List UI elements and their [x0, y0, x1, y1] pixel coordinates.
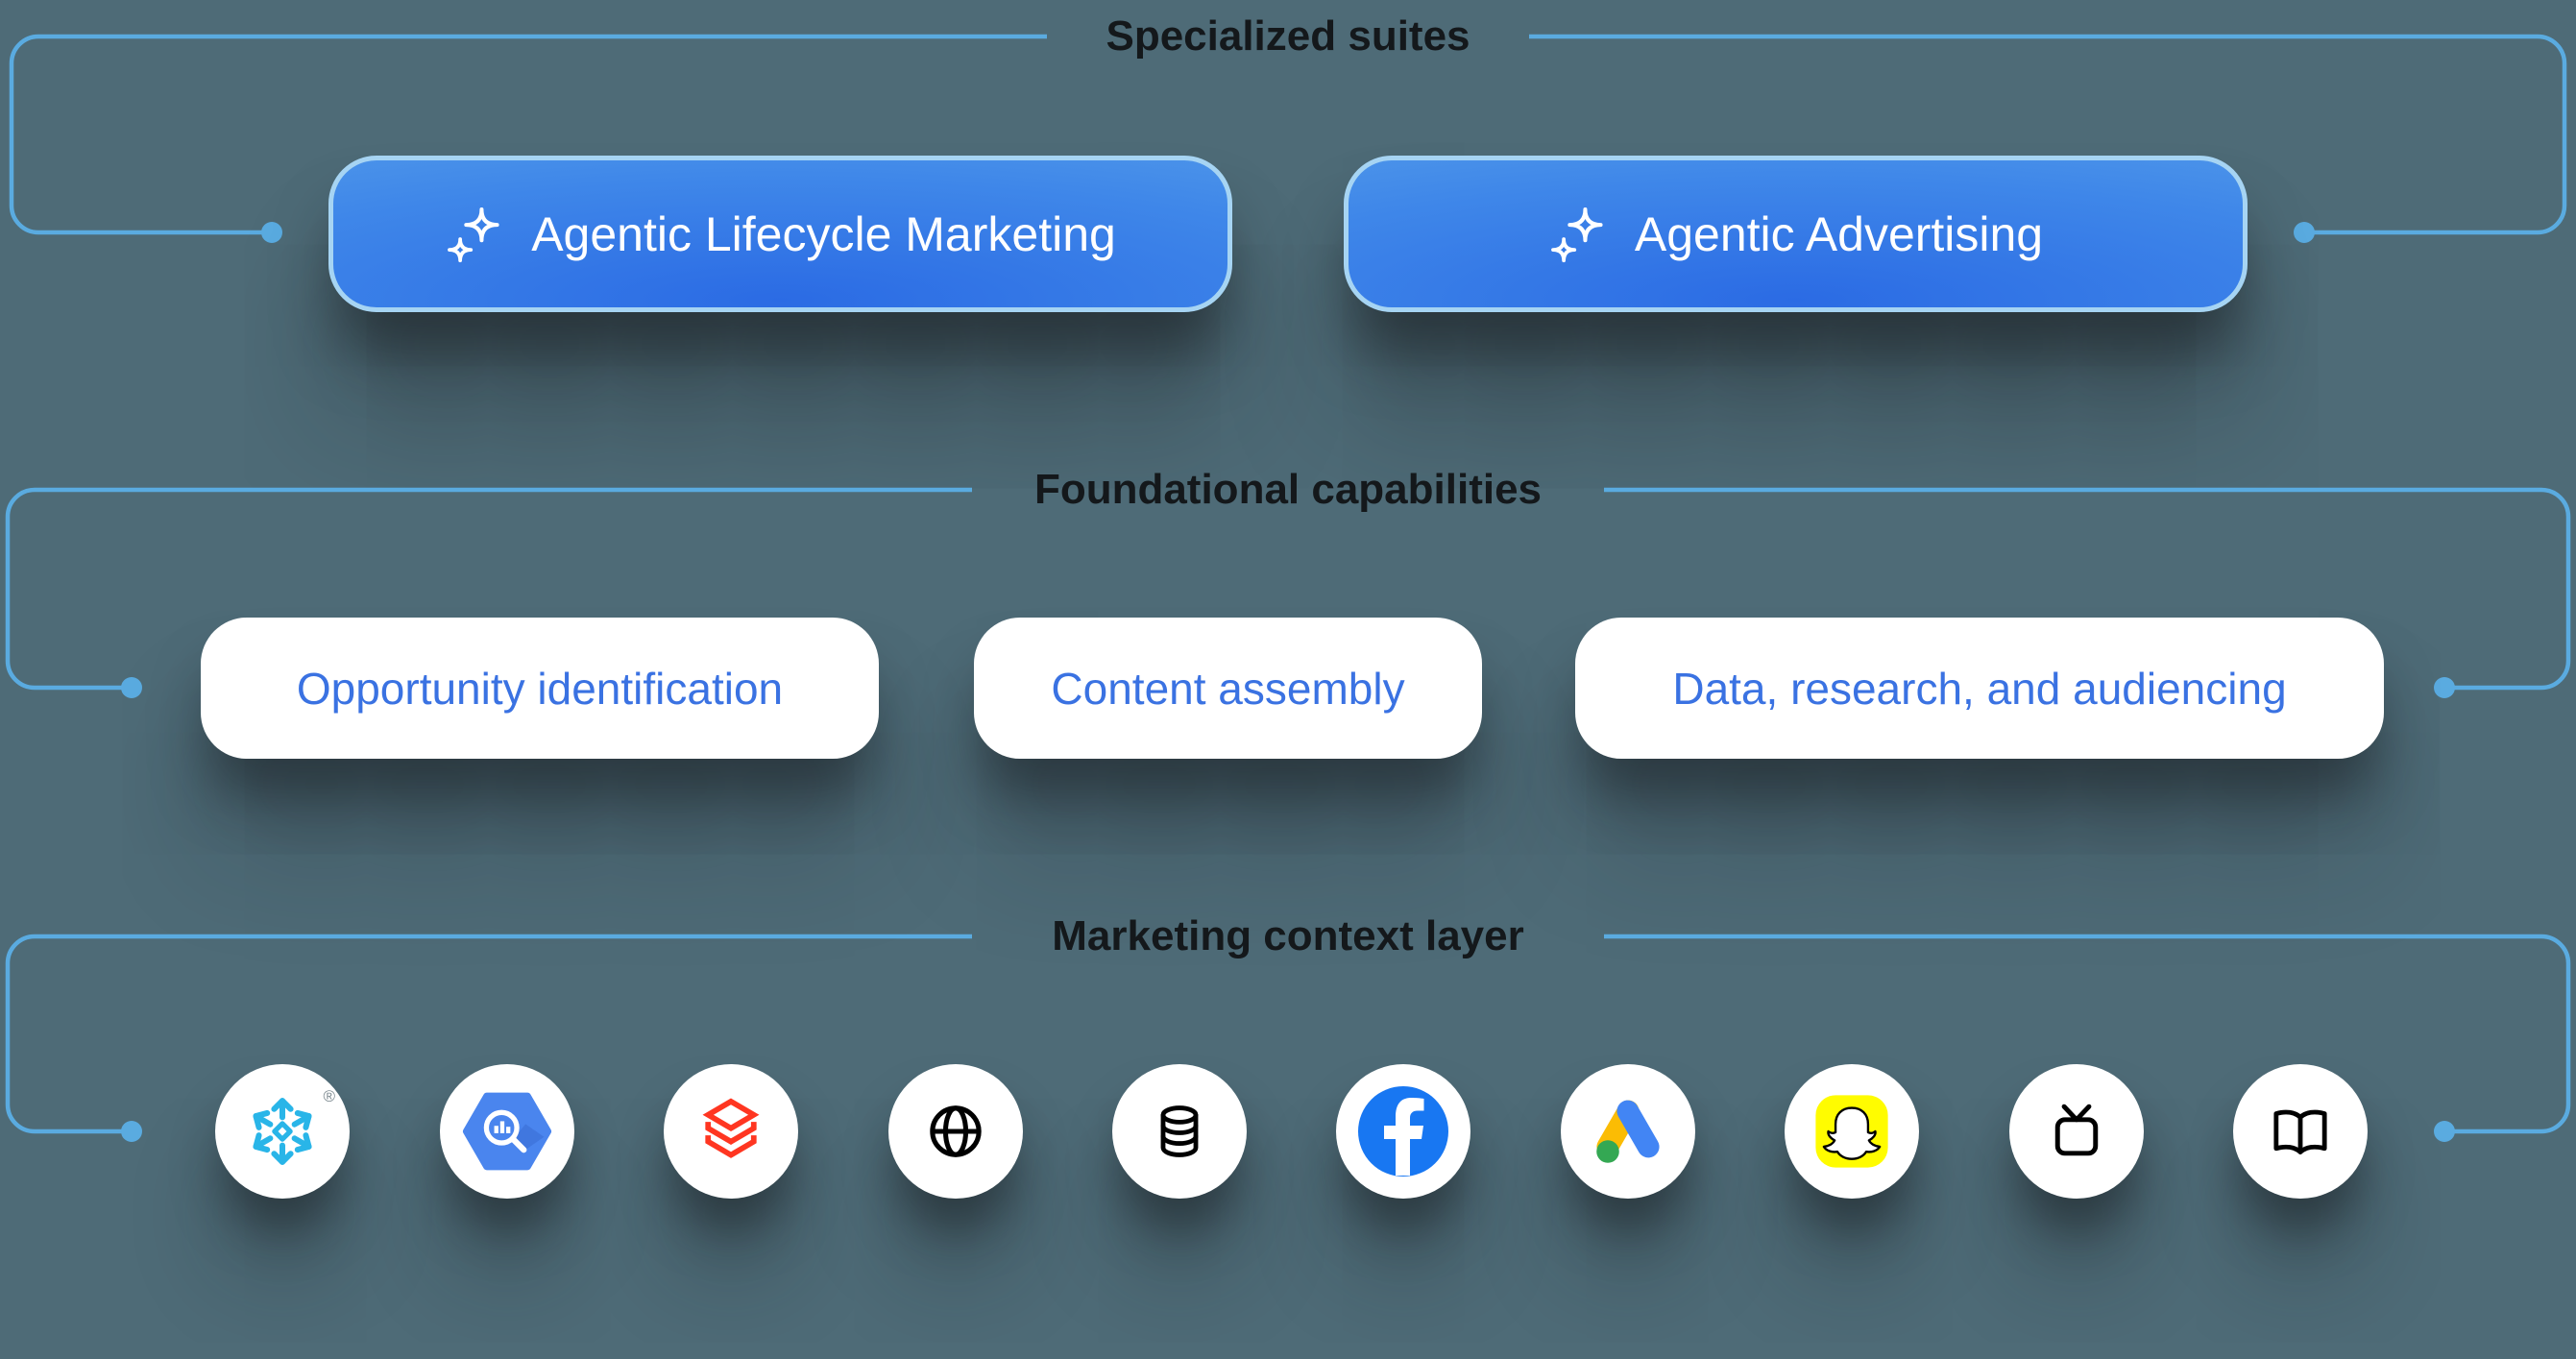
- database-icon[interactable]: [1112, 1064, 1247, 1199]
- snapchat-icon[interactable]: [1785, 1064, 1919, 1199]
- button-label: Agentic Advertising: [1634, 206, 2044, 261]
- google-ads-icon[interactable]: [1561, 1064, 1695, 1199]
- connector-dot: [261, 222, 282, 243]
- google-bigquery-icon[interactable]: [440, 1064, 574, 1199]
- opportunity-identification-pill[interactable]: Opportunity identification: [201, 618, 879, 759]
- agentic-advertising-button[interactable]: Agentic Advertising: [1344, 156, 2248, 312]
- sparkles-icon: [445, 205, 504, 264]
- globe-icon[interactable]: [888, 1064, 1023, 1199]
- connector-dot: [121, 1121, 142, 1142]
- connector-dot: [2434, 677, 2455, 698]
- connector-dot: [2434, 1121, 2455, 1142]
- button-label: Agentic Lifecycle Marketing: [531, 206, 1116, 261]
- content-assembly-pill[interactable]: Content assembly: [974, 618, 1482, 759]
- section-title-marketing-context-layer: Marketing context layer: [1052, 912, 1524, 959]
- open-book-icon[interactable]: [2233, 1064, 2368, 1199]
- pill-label: Content assembly: [1051, 663, 1405, 714]
- data-research-audiencing-pill[interactable]: Data, research, and audiencing: [1575, 618, 2384, 759]
- agentic-lifecycle-marketing-button[interactable]: Agentic Lifecycle Marketing: [328, 156, 1232, 312]
- pill-label: Opportunity identification: [296, 663, 784, 714]
- connector-dot: [121, 677, 142, 698]
- pill-label: Data, research, and audiencing: [1672, 663, 2287, 714]
- snowflake-icon[interactable]: ®: [215, 1064, 350, 1199]
- facebook-icon[interactable]: [1336, 1064, 1470, 1199]
- connector-dot: [2294, 222, 2315, 243]
- section-title-foundational-capabilities: Foundational capabilities: [1033, 466, 1543, 513]
- databricks-icon[interactable]: [664, 1064, 798, 1199]
- tv-icon[interactable]: [2009, 1064, 2144, 1199]
- sparkles-icon: [1548, 205, 1608, 264]
- section-title-specialized-suites: Specialized suites: [1106, 12, 1470, 60]
- registered-trademark: ®: [323, 1087, 335, 1105]
